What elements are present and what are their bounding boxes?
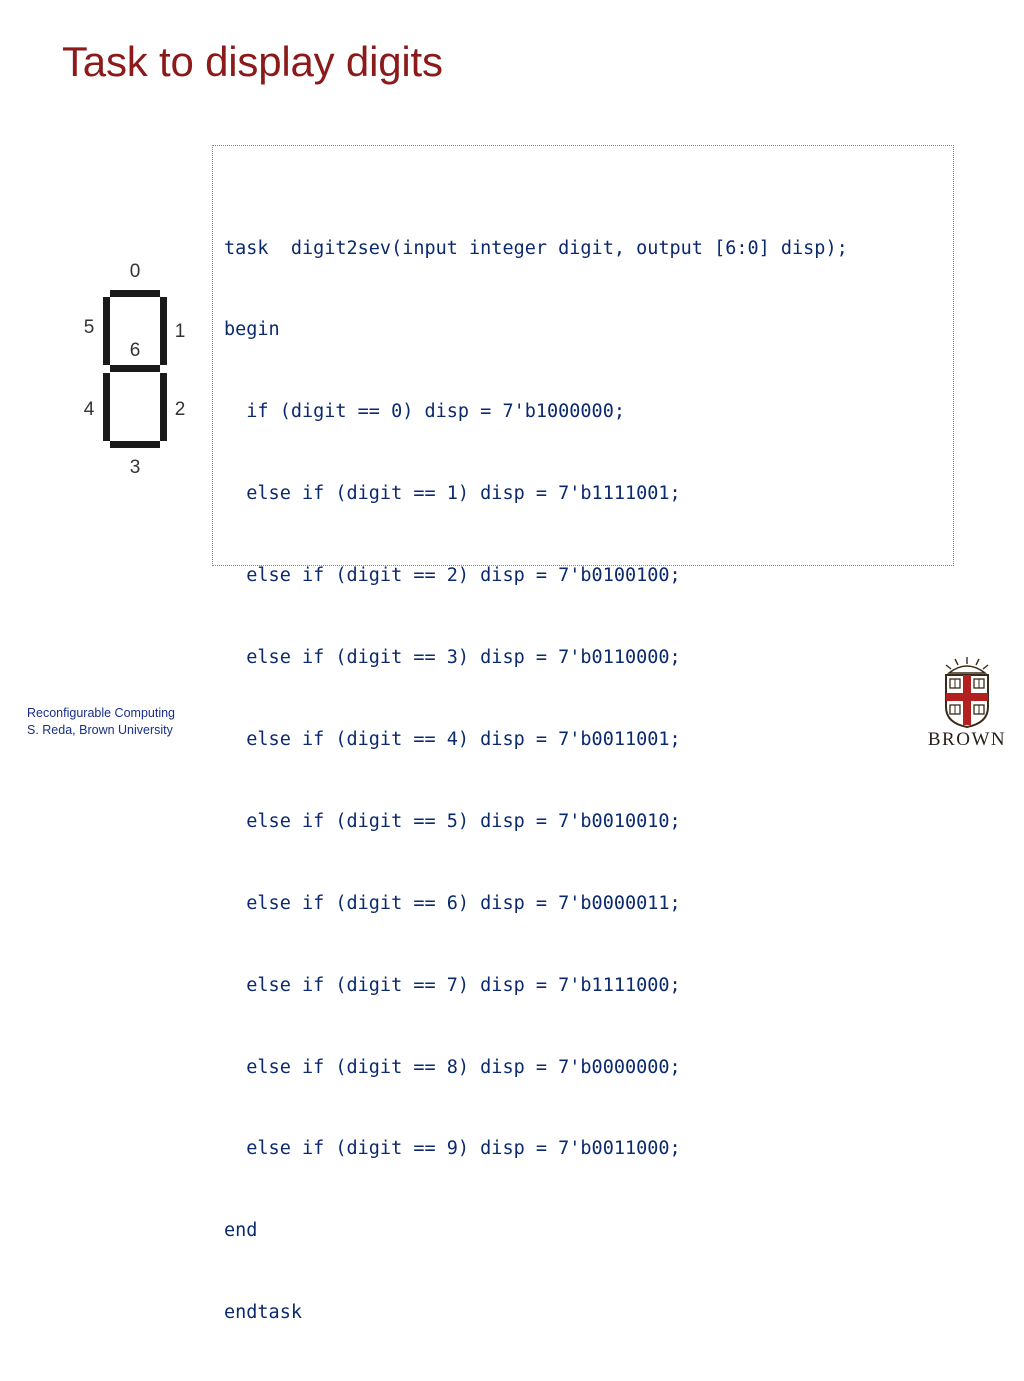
slide-title: Task to display digits [62,38,443,85]
segment-4 [103,373,110,441]
segment-label-2: 2 [174,399,186,420]
footer-author: S. Reda, Brown University [27,723,173,737]
segment-6 [110,365,160,372]
footer: Reconfigurable Computing S. Reda, Brown … [27,705,175,739]
segment-label-4: 4 [83,399,95,420]
segment-0 [110,290,160,297]
segment-2 [160,373,167,441]
code-line: else if (digit == 5) disp = 7'b0010010; [224,810,681,832]
seven-segment-graphic [103,290,167,448]
code-line: if (digit == 0) disp = 7'b1000000; [224,401,625,423]
code-line: else if (digit == 7) disp = 7'b1111000; [224,974,681,996]
segment-3 [110,441,160,448]
seven-segment-diagram: 0 1 2 3 4 5 6 [76,256,196,486]
code-line: end [224,1220,258,1242]
code-line: else if (digit == 2) disp = 7'b0100100; [224,565,681,587]
code-line: else if (digit == 9) disp = 7'b0011000; [224,1138,681,1160]
segment-label-5: 5 [83,317,95,338]
segment-label-1: 1 [174,321,186,342]
segment-5 [103,297,110,365]
brown-shield-icon [945,657,989,729]
logo-wordmark: BROWN [927,729,1007,750]
code-lines: task digit2sev(input integer digit, outp… [224,180,848,1381]
code-line: begin [224,319,280,341]
footer-course: Reconfigurable Computing [27,706,176,720]
code-line: else if (digit == 3) disp = 7'b0110000; [224,647,681,669]
segment-label-3: 3 [129,457,141,478]
segment-label-0: 0 [129,261,141,282]
segment-label-6: 6 [129,340,141,361]
code-block: task digit2sev(input integer digit, outp… [212,145,954,1323]
brown-university-logo: BROWN [922,655,1012,755]
code-line: endtask [224,1302,302,1324]
code-line: else if (digit == 8) disp = 7'b0000000; [224,1056,681,1078]
code-line: else if (digit == 1) disp = 7'b1111001; [224,483,681,505]
code-line: else if (digit == 6) disp = 7'b0000011; [224,892,681,914]
segment-1 [160,297,167,365]
code-line: task digit2sev(input integer digit, outp… [224,237,848,259]
code-line: else if (digit == 4) disp = 7'b0011001; [224,728,681,750]
